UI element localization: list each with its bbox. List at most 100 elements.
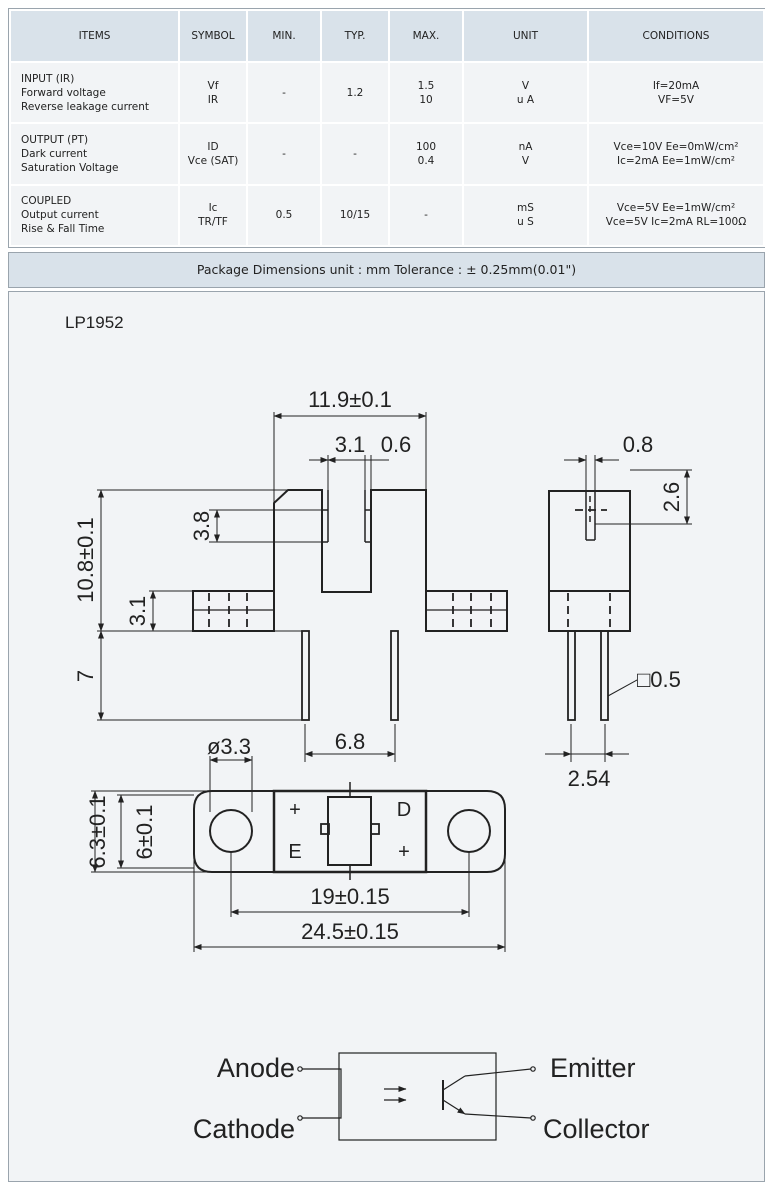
cell-line: ID xyxy=(207,140,219,153)
cell-line: Vce (SAT) xyxy=(187,154,239,167)
phototransistor-symbol xyxy=(442,1068,532,1119)
dim-lead-pitch-side: 2.54 xyxy=(568,766,611,791)
cell-line: - xyxy=(424,209,428,222)
cell-line: COUPLED xyxy=(21,195,72,208)
cell-line: nA xyxy=(518,140,533,153)
cell-line: - xyxy=(282,86,286,99)
cell-line: V xyxy=(521,154,530,167)
cathode-label: Cathode xyxy=(193,1114,295,1144)
dim-lead-length: 7 xyxy=(73,670,98,682)
cell-line: Forward voltage xyxy=(21,86,106,99)
left-mount-hole xyxy=(209,809,253,853)
cell-line: Saturation Voltage xyxy=(21,161,119,174)
front-lead-left xyxy=(301,630,310,721)
cell-typ: 10/15 xyxy=(320,183,390,248)
cell-line: Vce=10V Ee=0mW/cm² xyxy=(613,140,739,153)
cell-line: Dark current xyxy=(21,147,88,160)
cell-line: Rise & Fall Time xyxy=(21,223,105,236)
dim-wall: 0.6 xyxy=(381,432,412,457)
cell-max: - xyxy=(388,183,464,248)
cell-line: 10/15 xyxy=(339,209,371,222)
front-view xyxy=(192,489,508,721)
dim-slot-width: 3.1 xyxy=(335,432,366,457)
cell-line: TR/TF xyxy=(198,216,228,229)
side-body xyxy=(548,490,631,632)
cell-line: 0.5 xyxy=(275,209,293,222)
model-label: LP1952 xyxy=(65,313,124,332)
cell-line: Ic xyxy=(208,202,218,215)
package-drawing: LP1952 xyxy=(65,313,692,1144)
mark-d: D xyxy=(397,799,411,821)
collector-label: Collector xyxy=(543,1114,650,1144)
schematic xyxy=(297,1052,536,1141)
side-lead-right xyxy=(600,630,609,721)
dim-lead-square: □0.5 xyxy=(637,667,681,692)
mark-plus-right: + xyxy=(398,841,410,863)
cell-line: 100 xyxy=(415,140,437,153)
cell-line: Vf xyxy=(207,79,219,92)
cell-line: u S xyxy=(517,216,534,229)
header-max: MAX. xyxy=(388,9,464,63)
dim-side-slot: 0.8 xyxy=(623,432,654,457)
cell-line: - xyxy=(353,147,357,160)
cell-line: IR xyxy=(207,93,219,106)
front-body-outline xyxy=(273,489,427,631)
dim-hole-pitch: 19±0.15 xyxy=(310,884,389,909)
bottom-outline xyxy=(193,790,506,873)
cell-line: If=20mA xyxy=(652,79,700,92)
dim-bottom-inner-h: 6±0.1 xyxy=(132,805,157,860)
schematic-box xyxy=(338,1052,497,1141)
led-arrows xyxy=(384,1086,407,1103)
dim-flange-height: 3.1 xyxy=(125,596,150,627)
header-conditions: CONDITIONS xyxy=(587,9,765,63)
right-mount-hole xyxy=(447,809,491,853)
package-bar: Package Dimensions unit : mm Tolerance :… xyxy=(8,252,765,288)
cell-line: - xyxy=(282,147,286,160)
header-symbol: SYMBOL xyxy=(178,9,248,63)
dim-side-depth: 2.6 xyxy=(659,482,684,513)
dim-top-width: 11.9±0.1 xyxy=(308,387,392,412)
cell-line: 10 xyxy=(419,93,433,106)
side-lead-left xyxy=(567,630,576,721)
cell-min: - xyxy=(246,122,322,186)
side-view xyxy=(548,490,631,721)
cell-line: OUTPUT (PT) xyxy=(21,133,89,146)
package-title: Package Dimensions unit : mm Tolerance :… xyxy=(196,262,577,277)
cell-typ: 1.2 xyxy=(320,60,390,125)
anode-label: Anode xyxy=(217,1053,295,1083)
cell-line: VF=5V xyxy=(658,93,694,106)
cell-typ: - xyxy=(320,122,390,186)
cell-line: INPUT (IR) xyxy=(21,72,75,85)
cell-line: 1.5 xyxy=(417,79,435,92)
mark-e: E xyxy=(288,841,301,863)
cell-min: 0.5 xyxy=(246,183,322,248)
header-min: MIN. xyxy=(246,9,322,63)
cell-line: Reverse leakage current xyxy=(21,100,150,113)
cell-line: u A xyxy=(516,93,535,106)
emitter-label: Emitter xyxy=(550,1053,636,1083)
cell-line: 1.2 xyxy=(346,86,364,99)
cell-line: Ic=2mA Ee=1mW/cm² xyxy=(616,154,736,167)
left-flange xyxy=(192,590,275,632)
front-lead-right xyxy=(390,630,399,721)
cell-line: mS xyxy=(517,202,534,215)
dim-slot-depth: 3.8 xyxy=(189,511,214,542)
dim-lead-pitch-front: 6.8 xyxy=(335,729,366,754)
